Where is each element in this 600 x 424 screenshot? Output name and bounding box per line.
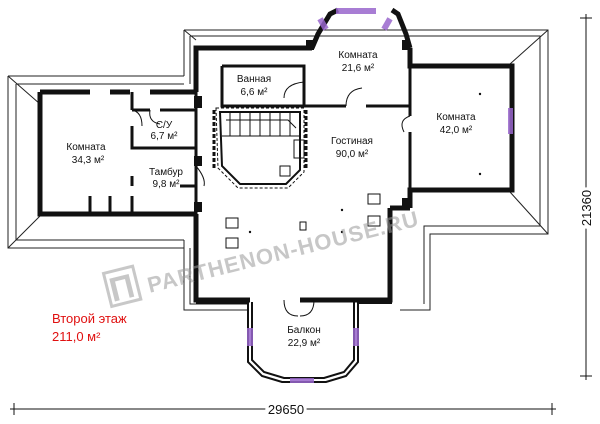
doors xyxy=(131,81,411,317)
top-bay-window xyxy=(317,8,393,31)
light-points xyxy=(248,92,482,234)
staircase xyxy=(215,107,305,189)
room-name: Комната xyxy=(66,142,106,153)
room-name: Комната xyxy=(338,50,378,61)
room-area: 6,7 м² xyxy=(151,131,179,142)
railing xyxy=(212,110,308,170)
room-name: Комната xyxy=(436,112,476,123)
room-area: 21,6 м² xyxy=(342,63,375,74)
room-area: 9,8 м² xyxy=(153,179,181,190)
floor-area: 211,0 м² xyxy=(52,329,101,344)
room-area: 6,6 м² xyxy=(241,87,269,98)
width-dimension-label: 29650 xyxy=(268,402,304,417)
watermark-text: PARTHENON-HOUSE.RU xyxy=(145,206,422,298)
room-name: Ванная xyxy=(237,74,271,85)
room-name: Балкон xyxy=(287,325,321,336)
roof-outline xyxy=(7,29,549,311)
balcony-window xyxy=(247,328,359,383)
room-name: Гостиная xyxy=(331,136,373,147)
room-name: С/У xyxy=(156,120,173,131)
room-area: 42,0 м² xyxy=(440,125,473,136)
width-dimension xyxy=(10,403,556,415)
room-labels: Комната 34,3 м² С/У 6,7 м² Тамбур 9,8 м²… xyxy=(66,50,476,349)
interior-walls xyxy=(88,64,412,214)
columns xyxy=(194,40,410,304)
height-dimension xyxy=(580,14,592,380)
room-area: 90,0 м² xyxy=(336,149,369,160)
room-area: 22,9 м² xyxy=(288,338,321,349)
floor-title: Второй этаж xyxy=(52,311,127,326)
room-area: 34,3 м² xyxy=(72,155,105,166)
height-dimension-label: 21360 xyxy=(579,190,594,226)
room-name: Тамбур xyxy=(149,166,183,178)
right-room-window xyxy=(508,108,513,134)
fixtures xyxy=(225,139,381,249)
